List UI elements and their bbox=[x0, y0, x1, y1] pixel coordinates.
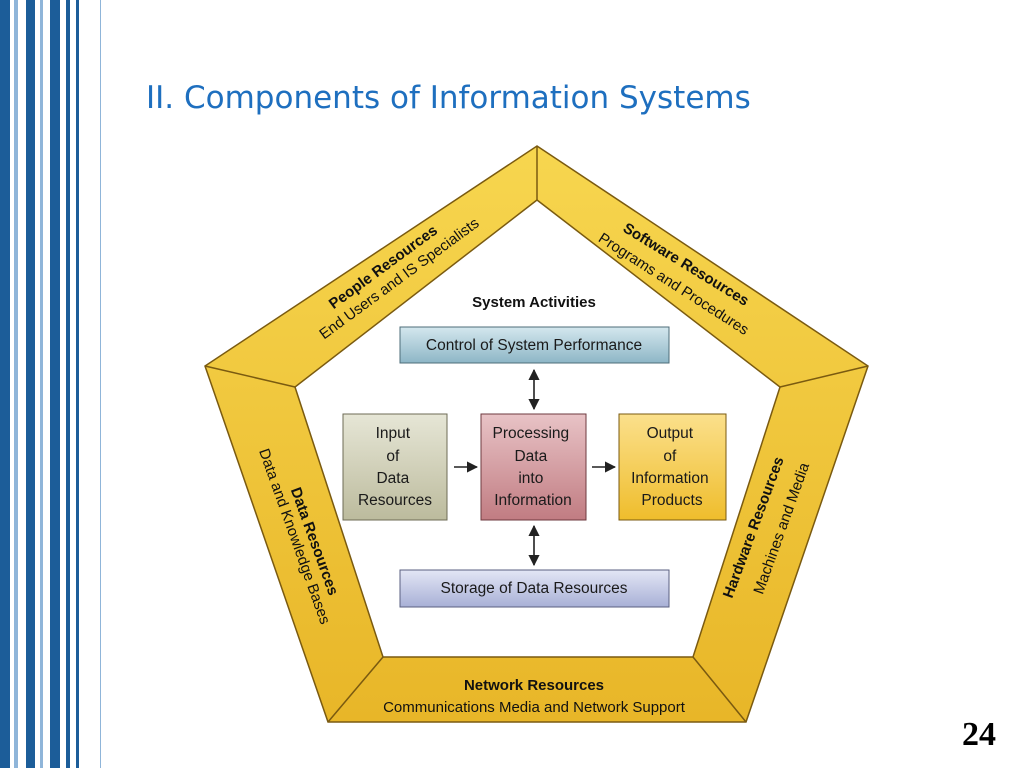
band-divider-right bbox=[779, 365, 869, 388]
output-box bbox=[618, 413, 727, 521]
system-activities-title: System Activities bbox=[472, 294, 596, 311]
processing-label: Processing Data into Information bbox=[493, 425, 574, 509]
band-divider-bottom-left bbox=[327, 656, 384, 723]
band-divider-bottom-right bbox=[692, 656, 747, 723]
control-label: Control of System Performance bbox=[426, 337, 642, 354]
stripe-5 bbox=[50, 0, 60, 768]
control-box bbox=[399, 326, 670, 364]
output-label: Output of Information Products bbox=[631, 425, 713, 509]
stripe-8 bbox=[100, 0, 101, 768]
stripe-6 bbox=[66, 0, 70, 768]
network-resources-subtitle: Communications Media and Network Support bbox=[383, 699, 686, 716]
input-label: Input of Data Resources bbox=[358, 425, 432, 509]
stripe-2 bbox=[14, 0, 18, 768]
stripe-4 bbox=[40, 0, 43, 768]
slide-title: II. Components of Information Systems bbox=[146, 80, 751, 116]
processing-box bbox=[480, 413, 587, 521]
input-box bbox=[342, 413, 448, 521]
band-divider-left bbox=[204, 365, 296, 388]
network-resources-title: Network Resources bbox=[464, 677, 604, 694]
stripe-3 bbox=[26, 0, 35, 768]
storage-box bbox=[399, 569, 670, 608]
storage-label: Storage of Data Resources bbox=[441, 580, 628, 597]
stripe-7 bbox=[76, 0, 79, 768]
stripe-1 bbox=[0, 0, 10, 768]
slide-number: 24 bbox=[962, 716, 996, 753]
